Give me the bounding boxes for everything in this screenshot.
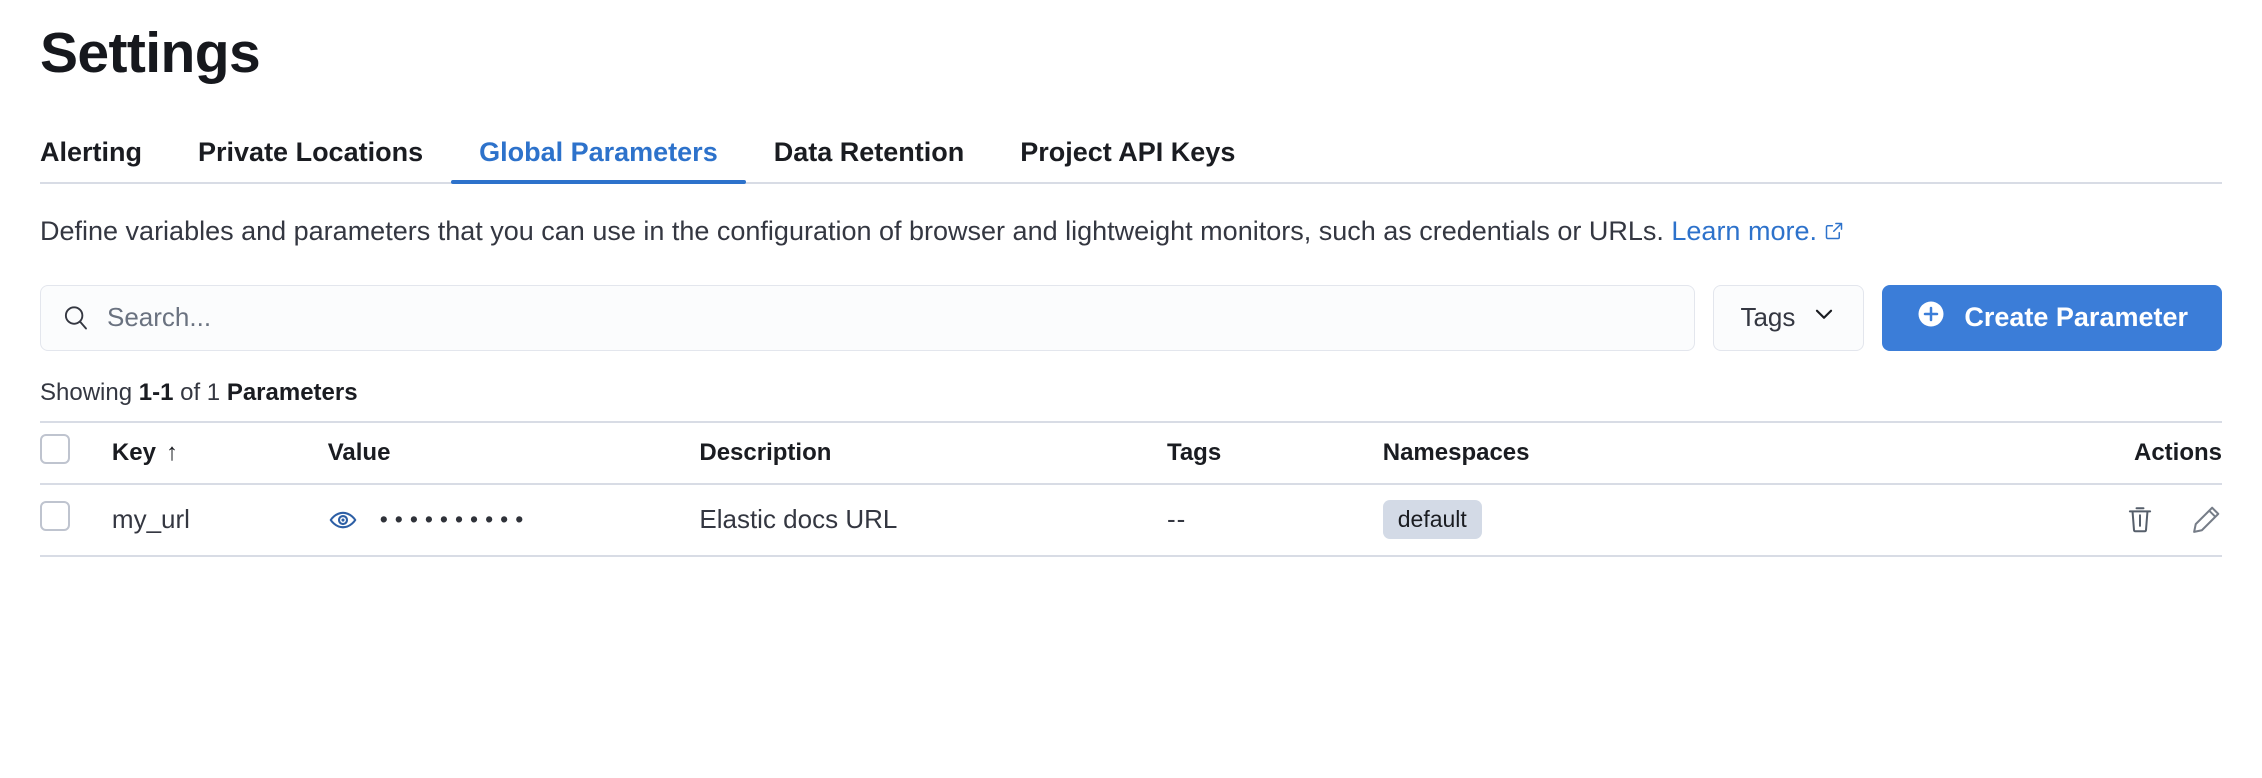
settings-tabs: Alerting Private Locations Global Parame… xyxy=(40,124,2222,184)
row-key-cell: my_url xyxy=(112,484,328,556)
actions-group xyxy=(1910,504,2222,536)
row-tags-cell: -- xyxy=(1167,484,1383,556)
row-description-value: Elastic docs URL xyxy=(699,504,898,535)
results-count: Showing 1-1 of 1 Parameters xyxy=(40,378,2222,406)
tab-label: Project API Keys xyxy=(1020,136,1236,167)
create-parameter-button[interactable]: Create Parameter xyxy=(1882,284,2222,351)
header-value[interactable]: Value xyxy=(328,422,700,484)
select-all-checkbox[interactable] xyxy=(40,434,70,465)
value-cell-inner: •••••••••• xyxy=(328,505,700,535)
plus-circle-icon xyxy=(1916,299,1946,336)
parameters-table: Key ↑ Value Description Tags Namespaces xyxy=(40,421,2222,557)
learn-more-link[interactable]: Learn more. xyxy=(1671,216,1844,246)
delete-icon[interactable] xyxy=(2124,504,2156,536)
header-key-sortable[interactable]: Key ↑ xyxy=(112,439,178,467)
results-middle: of xyxy=(180,378,201,406)
description-text: Define variables and parameters that you… xyxy=(40,215,1664,246)
header-select-all xyxy=(40,422,112,484)
search-box[interactable] xyxy=(40,284,1696,351)
tab-project-api-keys[interactable]: Project API Keys xyxy=(992,136,1263,182)
results-noun: Parameters xyxy=(226,378,358,406)
table-header-row: Key ↑ Value Description Tags Namespaces xyxy=(40,421,2222,484)
row-actions-cell xyxy=(1910,484,2222,556)
header-key[interactable]: Key ↑ xyxy=(112,422,328,484)
row-tags-value: -- xyxy=(1166,504,1187,535)
header-tags[interactable]: Tags xyxy=(1167,422,1383,484)
learn-more-label: Learn more. xyxy=(1671,215,1817,246)
header-key-label: Key xyxy=(111,438,156,466)
results-total: 1 xyxy=(206,378,221,406)
table-header: Key ↑ Value Description Tags Namespaces xyxy=(40,421,2222,484)
search-icon xyxy=(61,303,91,333)
tab-label: Global Parameters xyxy=(479,136,718,167)
edit-icon[interactable] xyxy=(2190,504,2222,536)
tab-label: Data Retention xyxy=(773,136,965,167)
header-actions: Actions xyxy=(1910,422,2222,484)
tab-label: Private Locations xyxy=(198,136,424,167)
header-description[interactable]: Description xyxy=(699,422,1167,484)
tab-private-locations[interactable]: Private Locations xyxy=(170,136,451,182)
table-row[interactable]: my_url •••••••••• xyxy=(40,484,2222,556)
header-description-label: Description xyxy=(699,438,832,466)
row-select-cell xyxy=(40,484,112,556)
chevron-down-icon xyxy=(1811,301,1837,334)
tab-data-retention[interactable]: Data Retention xyxy=(746,136,993,182)
external-link-icon xyxy=(1824,215,1844,249)
tab-global-parameters[interactable]: Global Parameters xyxy=(451,136,746,184)
page-description: Define variables and parameters that you… xyxy=(40,214,2220,249)
tags-filter-label: Tags xyxy=(1740,302,1796,333)
row-key-value: my_url xyxy=(111,504,190,535)
controls-row: Tags Create Parameter xyxy=(40,284,2222,351)
tab-alerting[interactable]: Alerting xyxy=(40,136,170,182)
header-namespaces[interactable]: Namespaces xyxy=(1383,422,1911,484)
eye-icon[interactable] xyxy=(328,505,358,535)
row-description-cell: Elastic docs URL xyxy=(699,484,1167,556)
page-title: Settings xyxy=(40,21,261,85)
results-range: 1-1 xyxy=(138,378,174,406)
create-parameter-label: Create Parameter xyxy=(1964,302,2188,333)
settings-page: Settings Alerting Private Locations Glob… xyxy=(0,21,2262,778)
header-value-label: Value xyxy=(327,438,391,466)
table-body: my_url •••••••••• xyxy=(40,484,2222,556)
header-tags-label: Tags xyxy=(1166,438,1222,466)
search-input[interactable] xyxy=(107,302,1675,334)
header-actions-label: Actions xyxy=(2133,438,2222,466)
row-value-cell: •••••••••• xyxy=(328,484,700,556)
results-prefix: Showing xyxy=(40,378,133,406)
row-namespaces-cell: default xyxy=(1382,484,1911,556)
tags-filter-dropdown[interactable]: Tags xyxy=(1713,284,1865,351)
sort-ascending-icon: ↑ xyxy=(165,438,178,466)
row-value-masked: •••••••••• xyxy=(379,506,531,533)
namespace-badge: default xyxy=(1382,500,1482,540)
tab-label: Alerting xyxy=(40,136,143,167)
row-checkbox[interactable] xyxy=(40,501,70,532)
header-namespaces-label: Namespaces xyxy=(1382,438,1530,466)
